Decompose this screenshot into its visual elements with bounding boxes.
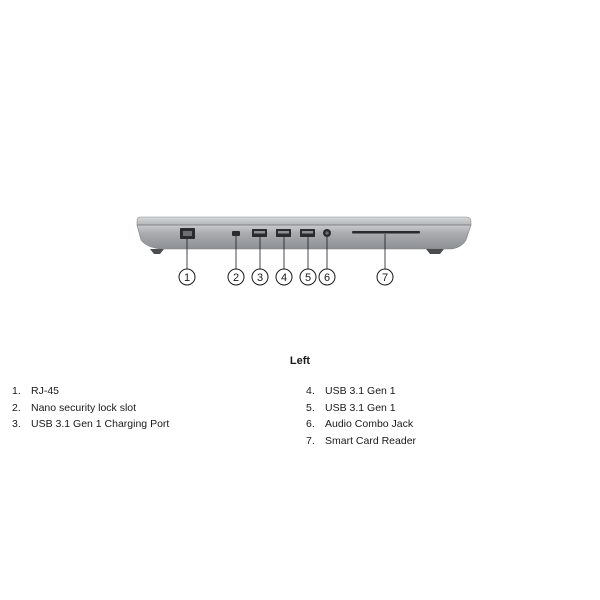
- legend-item: 3. USB 3.1 Gen 1 Charging Port: [12, 416, 169, 433]
- callout-number-2: 2: [233, 272, 239, 284]
- legend-list-left: 1. RJ-45 2. Nano security lock slot 3. USB …: [12, 383, 169, 433]
- legend-number: 2.: [12, 401, 21, 414]
- legend-item: 7. Smart Card Reader: [306, 433, 416, 450]
- legend-list-right: 4. USB 3.1 Gen 1 5. USB 3.1 Gen 1 6. Audio …: [306, 383, 416, 449]
- legend-item: 4. USB 3.1 Gen 1: [306, 383, 416, 400]
- usb-port-5: [300, 229, 315, 237]
- rj45-port: [180, 228, 195, 239]
- legend-label: USB 3.1 Gen 1 Charging Port: [31, 418, 170, 430]
- usb-charging-port: [252, 229, 267, 237]
- callout-marker-5: 5: [299, 268, 317, 286]
- legend-label: Smart Card Reader: [325, 434, 417, 447]
- callout-number-7: 7: [382, 272, 388, 284]
- legend-item: 5. USB 3.1 Gen 1: [306, 400, 416, 417]
- legend-label: Audio Combo Jack: [325, 418, 414, 430]
- legend-number: 4.: [306, 385, 315, 397]
- legend-item: 2. Nano security lock slot: [12, 400, 169, 417]
- legend-number: 7.: [306, 434, 315, 447]
- section-title: Left: [289, 355, 311, 367]
- callout-marker-2: 2: [227, 268, 245, 286]
- legend-label: USB 3.1 Gen 1: [325, 401, 396, 414]
- laptop-foot-left: [150, 249, 164, 254]
- legend-number: 6.: [306, 418, 315, 430]
- usb-port-4: [276, 229, 291, 237]
- callout-marker-4: 4: [275, 268, 293, 286]
- legend-label: USB 3.1 Gen 1: [325, 385, 396, 397]
- callout-marker-6: 6: [318, 268, 336, 286]
- legend-number: 5.: [306, 401, 315, 414]
- audio-combo-jack: [323, 229, 331, 237]
- callout-number-5: 5: [305, 272, 311, 284]
- legend-item: 1. RJ-45: [12, 383, 169, 400]
- laptop-foot-right: [426, 249, 444, 254]
- legend-label: RJ-45: [31, 385, 60, 397]
- nano-security-lock-slot: [232, 231, 240, 236]
- legend-label: Nano security lock slot: [31, 401, 137, 414]
- legend-number: 3.: [12, 418, 21, 430]
- smart-card-reader-slot: [352, 231, 420, 234]
- callout-number-1: 1: [184, 272, 190, 284]
- callout-number-4: 4: [281, 272, 287, 284]
- callout-marker-1: 1: [178, 268, 196, 286]
- callout-leaders: [186, 234, 386, 269]
- callout-number-6: 6: [324, 272, 330, 284]
- laptop-lid: [136, 216, 472, 226]
- callout-number-3: 3: [257, 272, 263, 284]
- legend-item: 6. Audio Combo Jack: [306, 416, 416, 433]
- legend-number: 1.: [12, 385, 21, 397]
- callout-marker-7: 7: [376, 268, 394, 286]
- callout-marker-3: 3: [251, 268, 269, 286]
